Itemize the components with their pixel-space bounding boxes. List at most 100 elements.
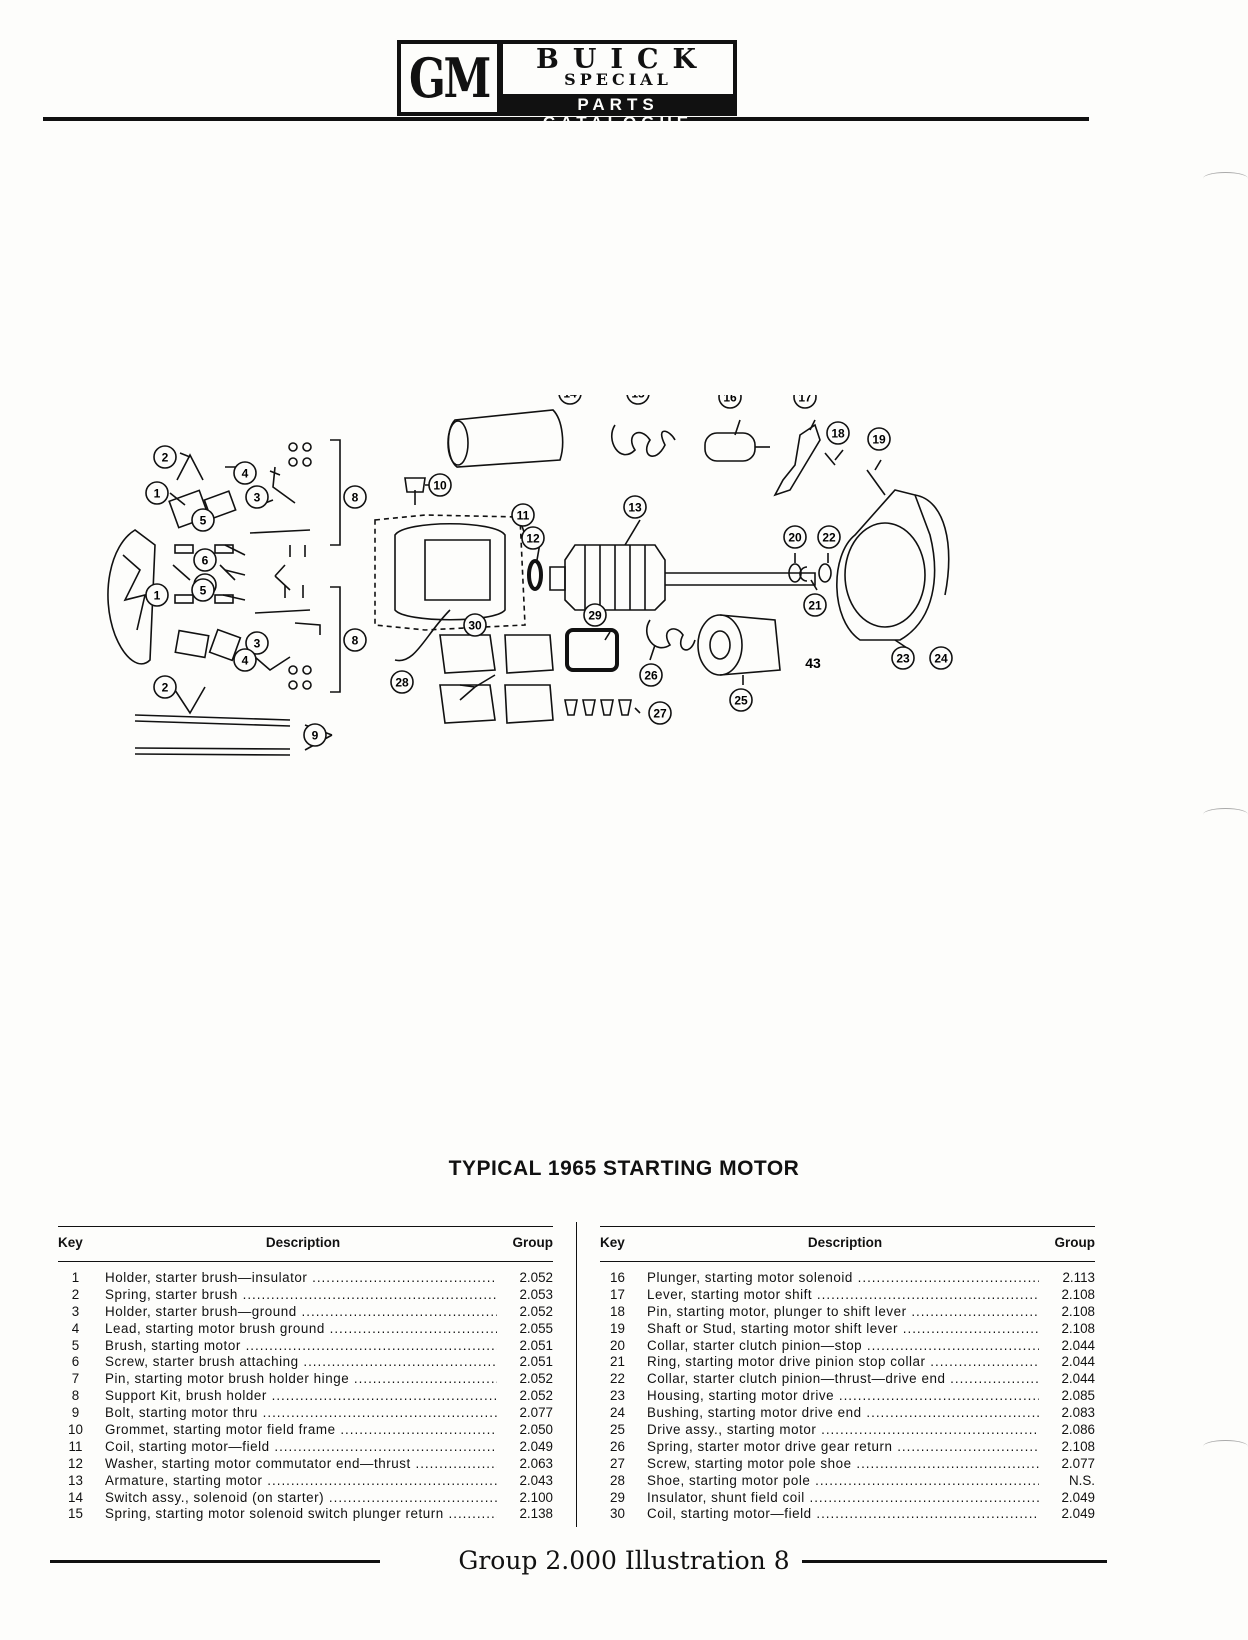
row-key: 15: [68, 1506, 83, 1522]
row-key: 3: [71, 1303, 80, 1319]
row-key: 7: [71, 1371, 80, 1387]
row-group: 2.044: [1039, 1354, 1095, 1372]
row-key: 12: [68, 1455, 83, 1471]
shift-lever-stud: [866, 469, 886, 496]
row-description: Insulator, shunt field coil: [647, 1490, 1039, 1507]
row-description: Holder, starter brush—insulator: [105, 1270, 497, 1287]
page-edge-mark: [1203, 1440, 1248, 1453]
row-description: Bolt, starting motor thru: [105, 1405, 497, 1422]
row-group: 2.044: [1039, 1337, 1095, 1355]
row-key: 14: [68, 1489, 83, 1505]
row-key: 10: [68, 1422, 83, 1438]
row-group: 2.051: [497, 1354, 553, 1372]
row-description: Pin, starting motor brush holder hinge: [105, 1371, 497, 1388]
row-description: Collar, starter clutch pinion—thrust—dri…: [647, 1371, 1039, 1388]
callout-circle: [623, 495, 647, 519]
row-description: Bushing, starting motor drive end: [647, 1405, 1039, 1422]
row-key: 21: [610, 1354, 625, 1370]
callout-number: 28: [395, 676, 409, 690]
header-key: Key: [600, 1235, 625, 1250]
callout-number: 18: [831, 427, 845, 441]
row-key: 13: [68, 1472, 83, 1488]
callout-circle: [558, 395, 582, 405]
row-key: 24: [610, 1405, 625, 1421]
row-group: 2.052: [497, 1371, 553, 1389]
row-key: 4: [71, 1320, 80, 1336]
callout-group: 1234567891011121314151617181920212223242…: [145, 395, 953, 747]
row-group: 2.052: [497, 1303, 553, 1321]
callout-number: 26: [644, 669, 658, 683]
row-group: 2.083: [1039, 1405, 1095, 1423]
row-description: Brush, starting motor: [105, 1338, 497, 1355]
table-top-rule: [600, 1226, 1095, 1227]
row-key: 19: [610, 1320, 625, 1336]
pole-shoe: [439, 634, 496, 674]
callout-number: 8: [352, 634, 359, 648]
callout-number: 1: [154, 487, 161, 501]
gm-buick-logo: GM BUICK SPECIAL PARTS CATALOGUE: [397, 40, 737, 132]
row-description: Armature, starting motor: [105, 1473, 497, 1490]
callout-circle: [817, 525, 841, 549]
row-group: 2.100: [497, 1489, 553, 1507]
footer-rule-left: [50, 1560, 380, 1563]
row-description: Collar, starter clutch pinion—stop: [647, 1338, 1039, 1355]
row-description: Plunger, starting motor solenoid: [647, 1270, 1039, 1287]
callout-circle: [793, 395, 817, 409]
callout-circle: [145, 583, 169, 607]
drive-assembly: [697, 614, 743, 676]
callout-number: 27: [653, 707, 667, 721]
logo-title-box: BUICK SPECIAL: [503, 44, 733, 94]
callout-circle: [803, 593, 827, 617]
row-description: Spring, starter motor drive gear return: [647, 1439, 1039, 1456]
callout-number: 24: [934, 652, 948, 666]
row-key: 23: [610, 1388, 625, 1404]
row-group: N.S.: [1039, 1472, 1095, 1490]
row-group: 2.063: [497, 1455, 553, 1473]
row-key: 9: [71, 1405, 80, 1421]
field-frame: [374, 514, 526, 631]
callout-circle: [891, 646, 915, 670]
brush-spring-upper: [176, 453, 204, 481]
footer-rule-right: [775, 1560, 1107, 1563]
row-description: Ring, starting motor drive pinion stop c…: [647, 1354, 1039, 1371]
callout-circle: [343, 485, 367, 509]
callout-circle: [718, 395, 742, 409]
callout-number: 22: [822, 531, 836, 545]
callout-number: 2: [162, 681, 169, 695]
table-header-rule: [600, 1261, 1095, 1262]
row-group: 2.108: [1039, 1320, 1095, 1338]
callout-number: 29: [588, 609, 602, 623]
brush-lead: [272, 466, 296, 504]
thrust-washer: [527, 559, 543, 591]
table-row: 7 Pin, starting motor brush holder hinge2…: [58, 1371, 553, 1389]
row-description: Housing, starting motor drive: [647, 1388, 1039, 1405]
callout-number: 4: [242, 654, 249, 668]
callout-circle: [826, 421, 850, 445]
row-group: 2.055: [497, 1320, 553, 1338]
row-key: 6: [71, 1354, 80, 1370]
row-group: 2.050: [497, 1422, 553, 1439]
callout-circle: [343, 628, 367, 652]
row-description: Pin, starting motor, plunger to shift le…: [647, 1304, 1039, 1321]
callout-number: 4: [242, 467, 249, 481]
row-key: 8: [71, 1388, 80, 1404]
thru-bolt-2: [134, 747, 291, 750]
row-group: 2.086: [1039, 1422, 1095, 1439]
table-top-rule: [58, 1226, 553, 1227]
callout-number: 12: [526, 532, 540, 546]
callout-circle: [583, 603, 607, 627]
callout-circle: [191, 508, 215, 532]
page-edge-mark: [1203, 808, 1248, 821]
callout-number: 11: [517, 509, 530, 523]
row-key: 25: [610, 1422, 625, 1438]
row-key: 26: [610, 1438, 625, 1454]
